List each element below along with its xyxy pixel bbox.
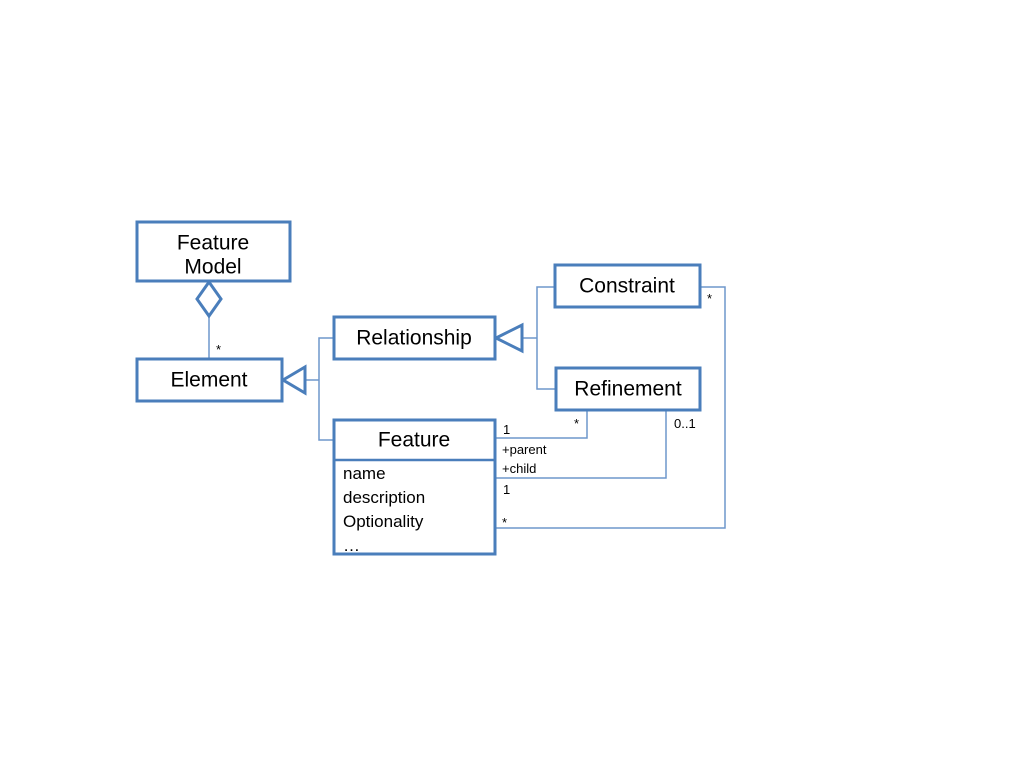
multiplicity-label: 1 — [503, 482, 510, 497]
multiplicity-label: * — [502, 515, 507, 530]
class-relationship[interactable]: Relationship — [332, 315, 497, 361]
parent-association-line — [495, 410, 588, 439]
multiplicity-label: * — [707, 291, 712, 306]
class-feature[interactable]: Feature name description Optionality … — [332, 418, 497, 556]
multiplicity-label: 1 — [503, 422, 510, 437]
composition-diamond — [195, 279, 223, 319]
class-feature-name: Feature — [378, 429, 450, 452]
class-feature-model-name-line2: Model — [184, 256, 241, 279]
feature-attribute: name — [343, 464, 386, 483]
class-element[interactable]: Element — [135, 357, 284, 403]
relationship-generalization-line — [522, 286, 555, 390]
constraint-association-line — [495, 286, 726, 529]
relationship-generalization-triangle — [492, 322, 524, 354]
class-refinement-name: Refinement — [574, 378, 682, 401]
element-generalization-line — [305, 337, 334, 441]
class-constraint-name: Constraint — [579, 275, 675, 298]
multiplicity-label: * — [216, 342, 221, 357]
multiplicity-label: * — [574, 416, 579, 431]
role-label: +parent — [502, 442, 547, 457]
class-element-name: Element — [170, 369, 247, 392]
child-association-line — [495, 410, 667, 479]
role-label: +child — [502, 461, 536, 476]
class-refinement[interactable]: Refinement — [554, 366, 702, 412]
class-constraint[interactable]: Constraint — [553, 263, 702, 309]
class-relationship-name: Relationship — [356, 327, 472, 350]
class-feature-model[interactable]: Feature Model — [135, 220, 292, 283]
feature-attribute: Optionality — [343, 512, 424, 531]
feature-attribute: … — [343, 536, 360, 555]
class-feature-model-name-line1: Feature — [177, 232, 249, 255]
multiplicity-label: 0..1 — [674, 416, 696, 431]
element-generalization-triangle — [280, 364, 307, 396]
feature-attribute: description — [343, 488, 425, 507]
